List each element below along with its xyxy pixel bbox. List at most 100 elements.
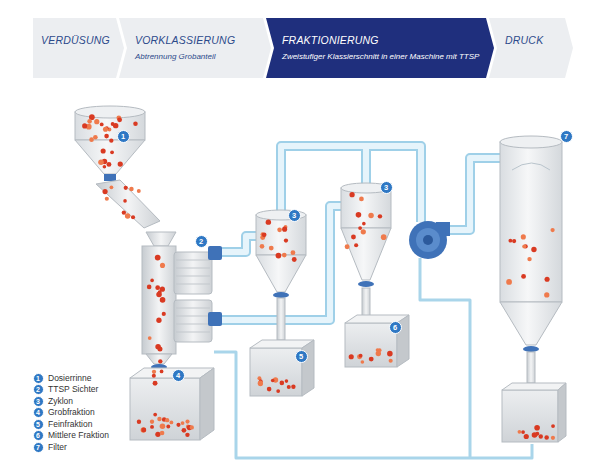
chevron-fill: [489, 18, 573, 78]
particle: [269, 246, 274, 251]
particle: [152, 374, 156, 378]
particle: [160, 431, 165, 436]
callout-number: 4: [33, 407, 44, 418]
particle: [276, 253, 282, 259]
particle: [362, 222, 366, 226]
particle: [291, 250, 296, 255]
particle: [345, 244, 350, 249]
particle: [148, 336, 152, 340]
particle: [267, 387, 272, 392]
particle: [155, 255, 161, 261]
particle: [532, 432, 538, 438]
particle: [166, 425, 170, 429]
particle: [103, 165, 107, 169]
particle: [117, 117, 122, 122]
particle: [165, 418, 169, 422]
legend-text: Mittlere Fraktion: [48, 430, 109, 441]
particle: [157, 346, 162, 351]
particle: [190, 425, 194, 429]
particle: [521, 430, 525, 434]
particle: [101, 148, 106, 153]
step-chevron: VORKLASSIERUNGAbtrennung Grobanteil: [119, 18, 271, 78]
particle: [181, 421, 185, 425]
particle: [87, 119, 92, 124]
particle: [147, 285, 152, 290]
particle: [160, 287, 165, 292]
particle: [160, 423, 166, 429]
callout-number: 3: [380, 181, 393, 194]
particle: [158, 359, 162, 363]
particle: [359, 354, 363, 358]
step-chevron: VERDÜSUNG: [33, 18, 124, 78]
particle: [156, 292, 162, 298]
particle: [521, 234, 526, 239]
particle: [356, 212, 362, 218]
particle: [357, 354, 362, 359]
particle: [160, 370, 164, 374]
particle: [105, 197, 109, 201]
particle: [133, 122, 138, 127]
particle: [539, 434, 543, 438]
particle: [358, 226, 362, 230]
particle: [544, 292, 549, 297]
particle: [359, 197, 364, 202]
callout-number: 4: [172, 369, 185, 382]
particle: [182, 428, 187, 433]
chevron-fill: [266, 18, 494, 78]
particle: [185, 420, 189, 424]
filter: [500, 136, 566, 442]
step-title: DRUCK: [505, 34, 543, 47]
particle: [551, 436, 555, 440]
callout-number: 2: [195, 235, 208, 248]
particle: [162, 312, 166, 316]
chevron-shape: [266, 18, 494, 78]
particle: [545, 277, 550, 282]
cyclone: [341, 183, 409, 367]
particle: [518, 430, 522, 434]
particle: [277, 227, 282, 232]
chevron-shape: [33, 18, 124, 78]
particle: [153, 381, 158, 386]
particle: [103, 127, 108, 132]
particle: [141, 427, 146, 432]
particle: [378, 214, 382, 218]
callout-number: 3: [288, 209, 301, 222]
step-title: VERDÜSUNG: [41, 34, 110, 47]
particle: [102, 189, 107, 194]
particle: [89, 137, 94, 142]
callout-number: 5: [33, 419, 44, 430]
legend-text: Filter: [48, 442, 67, 453]
particle: [155, 432, 160, 437]
particles: [82, 114, 555, 440]
callout-number: 7: [560, 130, 573, 143]
coarse-bin: [130, 368, 214, 440]
fan: [409, 221, 450, 259]
step-title: VORKLASSIERUNG: [135, 34, 235, 47]
particle: [361, 360, 365, 364]
particle: [524, 434, 529, 439]
legend-text: Dosierrinne: [48, 373, 91, 384]
step-chevron: FRAKTIONIERUNGZweistufiger Klassierschni…: [266, 18, 494, 78]
particle: [104, 134, 109, 139]
callout-number: 2: [33, 384, 44, 395]
particle: [110, 150, 114, 154]
particle: [282, 227, 287, 232]
particle: [522, 244, 526, 248]
particle: [550, 228, 554, 232]
particle: [287, 385, 291, 389]
step-chevron: DRUCK: [489, 18, 573, 78]
legend-text: TTSP Sichter: [48, 384, 98, 395]
particle: [351, 235, 356, 240]
particle: [93, 135, 98, 140]
particle: [109, 139, 113, 143]
particle: [157, 417, 161, 421]
chevron-fill: [33, 18, 124, 78]
step-subtitle: Zweistufiger Klassierschnitt in einer Ma…: [282, 52, 480, 62]
particle: [155, 285, 160, 290]
callout-number: 3: [33, 396, 44, 407]
particle: [107, 162, 112, 167]
particle: [521, 274, 526, 279]
particle: [125, 213, 130, 218]
particle: [98, 159, 104, 165]
particle: [131, 215, 135, 219]
